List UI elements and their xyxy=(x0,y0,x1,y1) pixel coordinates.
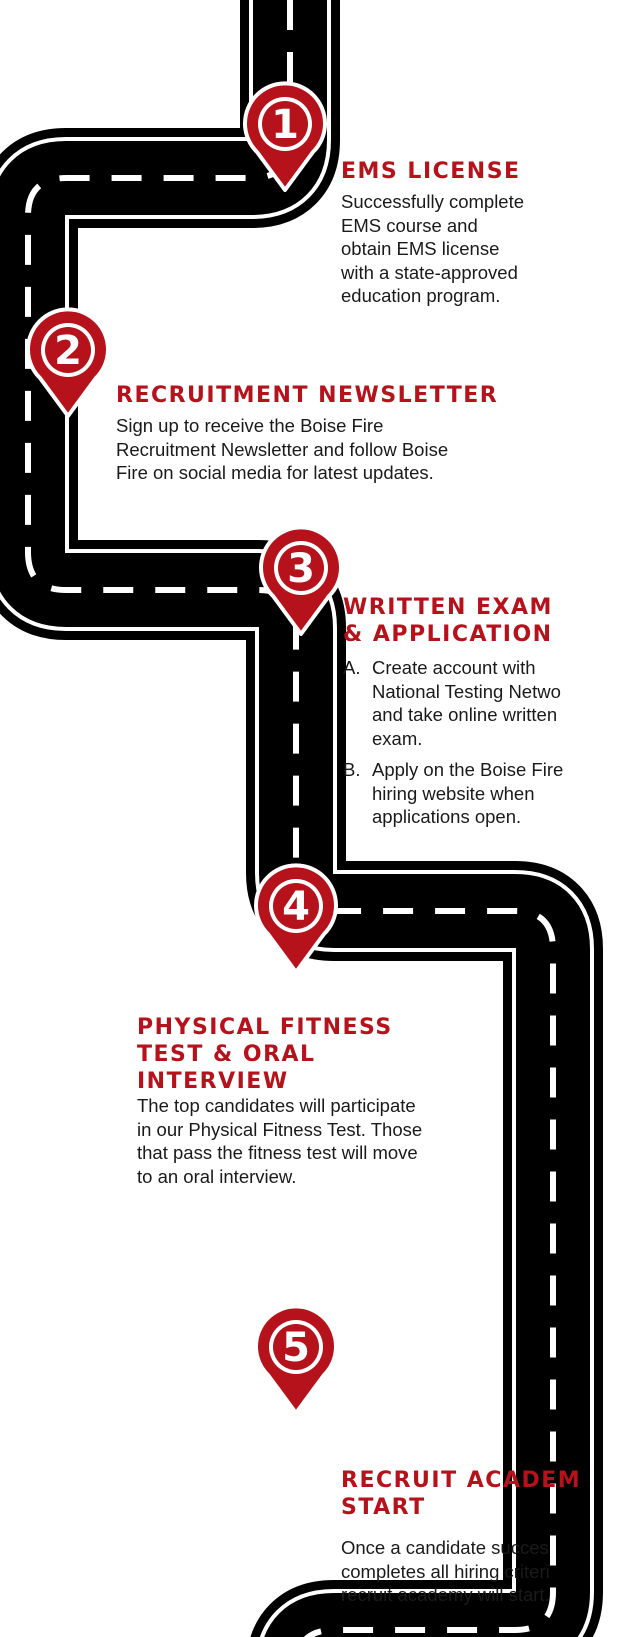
step-1-title: EMS LICENSE xyxy=(341,159,521,184)
pin-number: 4 xyxy=(282,884,310,930)
map-pin-2-icon: 2 xyxy=(26,307,110,418)
step-4-title: PHYSICAL FITNESS TEST & ORAL INTERVIEW xyxy=(137,1015,393,1094)
step-2-description: Sign up to receive the Boise Fire Recrui… xyxy=(116,415,449,483)
step-3-title: WRITTEN EXAM & APPLICATION xyxy=(343,595,553,647)
step-5-title: RECRUIT ACADEM START xyxy=(341,1468,582,1520)
list-letter: A. xyxy=(343,657,361,678)
step-3-list: A. Create account with National Testing N… xyxy=(343,656,621,837)
map-pin-3-icon: 3 xyxy=(259,525,343,636)
pin-number: 2 xyxy=(54,328,82,374)
list-item: B. Apply on the Boise Fire hiring website… xyxy=(343,758,621,829)
map-pin-1-icon: 1 xyxy=(243,81,327,192)
map-pin-4-icon: 4 xyxy=(254,863,338,974)
pin-number: 3 xyxy=(287,546,315,592)
step-4-description: The top candidates will participate in o… xyxy=(137,1095,423,1187)
list-item: A. Create account with National Testing N… xyxy=(343,656,621,750)
step-1-description: Successfully complete EMS course and obt… xyxy=(341,191,525,306)
list-item-text: Apply on the Boise Fire hiring website w… xyxy=(372,759,564,827)
step-5-description: Once a candidate succes completes all hi… xyxy=(341,1537,550,1605)
pin-number: 5 xyxy=(282,1325,310,1371)
list-letter: B. xyxy=(343,759,361,780)
list-item-text: Create account with National Testing Net… xyxy=(372,657,561,749)
step-2-title: RECRUITMENT NEWSLETTER xyxy=(116,383,499,408)
map-pin-5-icon: 5 xyxy=(254,1304,338,1415)
pin-number: 1 xyxy=(271,102,299,148)
